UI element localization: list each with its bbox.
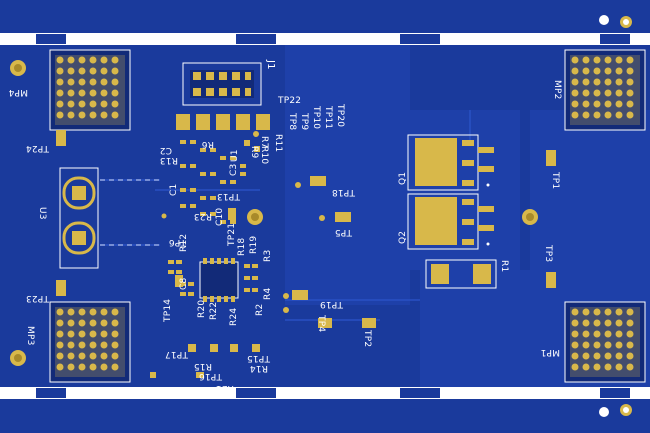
label-tp11: TP11 <box>323 105 333 129</box>
label-tp18: TP18 <box>332 187 356 197</box>
label-r21: R21 <box>216 383 234 393</box>
test-point-pads <box>56 130 556 328</box>
q1-transistor <box>407 134 494 191</box>
label-r12: R12 <box>179 234 189 252</box>
label-r2: R2 <box>255 304 265 316</box>
breakout-slots <box>0 33 650 399</box>
label-tp4: TP4 <box>316 314 326 332</box>
label-tp21: TP21 <box>227 223 237 247</box>
label-r19: R19 <box>249 236 259 254</box>
label-r23: R23 <box>194 211 212 221</box>
label-tp14: TP14 <box>163 299 173 323</box>
label-r9: R9 <box>249 146 259 158</box>
label-r18: R18 <box>237 238 247 256</box>
label-tp6: TP6 <box>169 237 187 247</box>
mp3-pad-grid <box>49 301 131 383</box>
label-c10: C10 <box>215 208 225 226</box>
label-tp3: TP3 <box>543 244 553 262</box>
label-tp20: TP20 <box>335 103 345 127</box>
label-c1: C1 <box>169 184 179 196</box>
mp4-pad-grid <box>49 49 131 131</box>
r1-resistor <box>425 259 497 289</box>
u3-oval-pads <box>59 167 99 269</box>
mounting-holes <box>10 60 538 366</box>
label-mp2: MP2 <box>552 80 562 100</box>
label-tp2: TP2 <box>362 329 372 347</box>
label-mp3: MP3 <box>25 326 35 346</box>
rail-fiducials <box>599 15 632 417</box>
copper-pours <box>285 45 650 387</box>
panel-bottom-rail <box>0 393 650 433</box>
label-r7: R7 <box>259 136 269 148</box>
soic-chip <box>199 258 239 302</box>
label-tp9: TP9 <box>299 112 309 130</box>
label-u1: U1 <box>230 149 240 162</box>
mp2-pad-grid <box>564 49 646 131</box>
label-tp10: TP10 <box>311 105 321 129</box>
label-tp17: TP17 <box>165 349 189 359</box>
label-r14: R14 <box>250 363 268 373</box>
label-r13: R13 <box>160 155 178 165</box>
label-c2: C2 <box>160 145 172 155</box>
label-c3: C3 <box>229 164 239 176</box>
label-r4: R4 <box>263 288 273 300</box>
label-r22: R22 <box>209 302 219 320</box>
label-tp5: TP5 <box>335 227 353 237</box>
smd-cluster <box>180 140 260 224</box>
label-r3: R3 <box>263 250 273 262</box>
label-tp13: TP13 <box>217 191 241 201</box>
label-tp23: TP23 <box>26 293 50 303</box>
label-c8: C8 <box>179 278 189 290</box>
label-j1: J1 <box>265 59 276 70</box>
label-r10: R10 <box>259 146 269 164</box>
label-r1: R1 <box>499 260 509 272</box>
label-tp16: TP16 <box>199 371 223 381</box>
label-mp1: MP1 <box>540 347 560 357</box>
label-tp24: TP24 <box>26 143 50 153</box>
j1-connector <box>182 62 262 106</box>
label-tp15: TP15 <box>247 353 271 363</box>
label-r20: R20 <box>197 300 207 318</box>
label-u3: U3 <box>37 207 47 220</box>
label-r24: R24 <box>229 308 239 326</box>
label-mp4: MP4 <box>8 87 28 97</box>
label-r15: R15 <box>194 361 212 371</box>
label-r11: R11 <box>273 134 283 152</box>
label-tp19: TP19 <box>320 299 344 309</box>
label-tp8: TP8 <box>287 112 297 130</box>
label-q1: Q1 <box>398 172 408 185</box>
label-tp22: TP22 <box>277 96 301 106</box>
silkscreen-guides <box>100 179 160 246</box>
label-tp1: TP1 <box>550 171 560 189</box>
mp1-pad-grid <box>564 301 646 383</box>
label-r6: R6 <box>202 139 214 149</box>
label-q2: Q2 <box>398 231 408 244</box>
q2-transistor <box>407 193 494 250</box>
j1-smd-pad-row <box>176 114 270 130</box>
